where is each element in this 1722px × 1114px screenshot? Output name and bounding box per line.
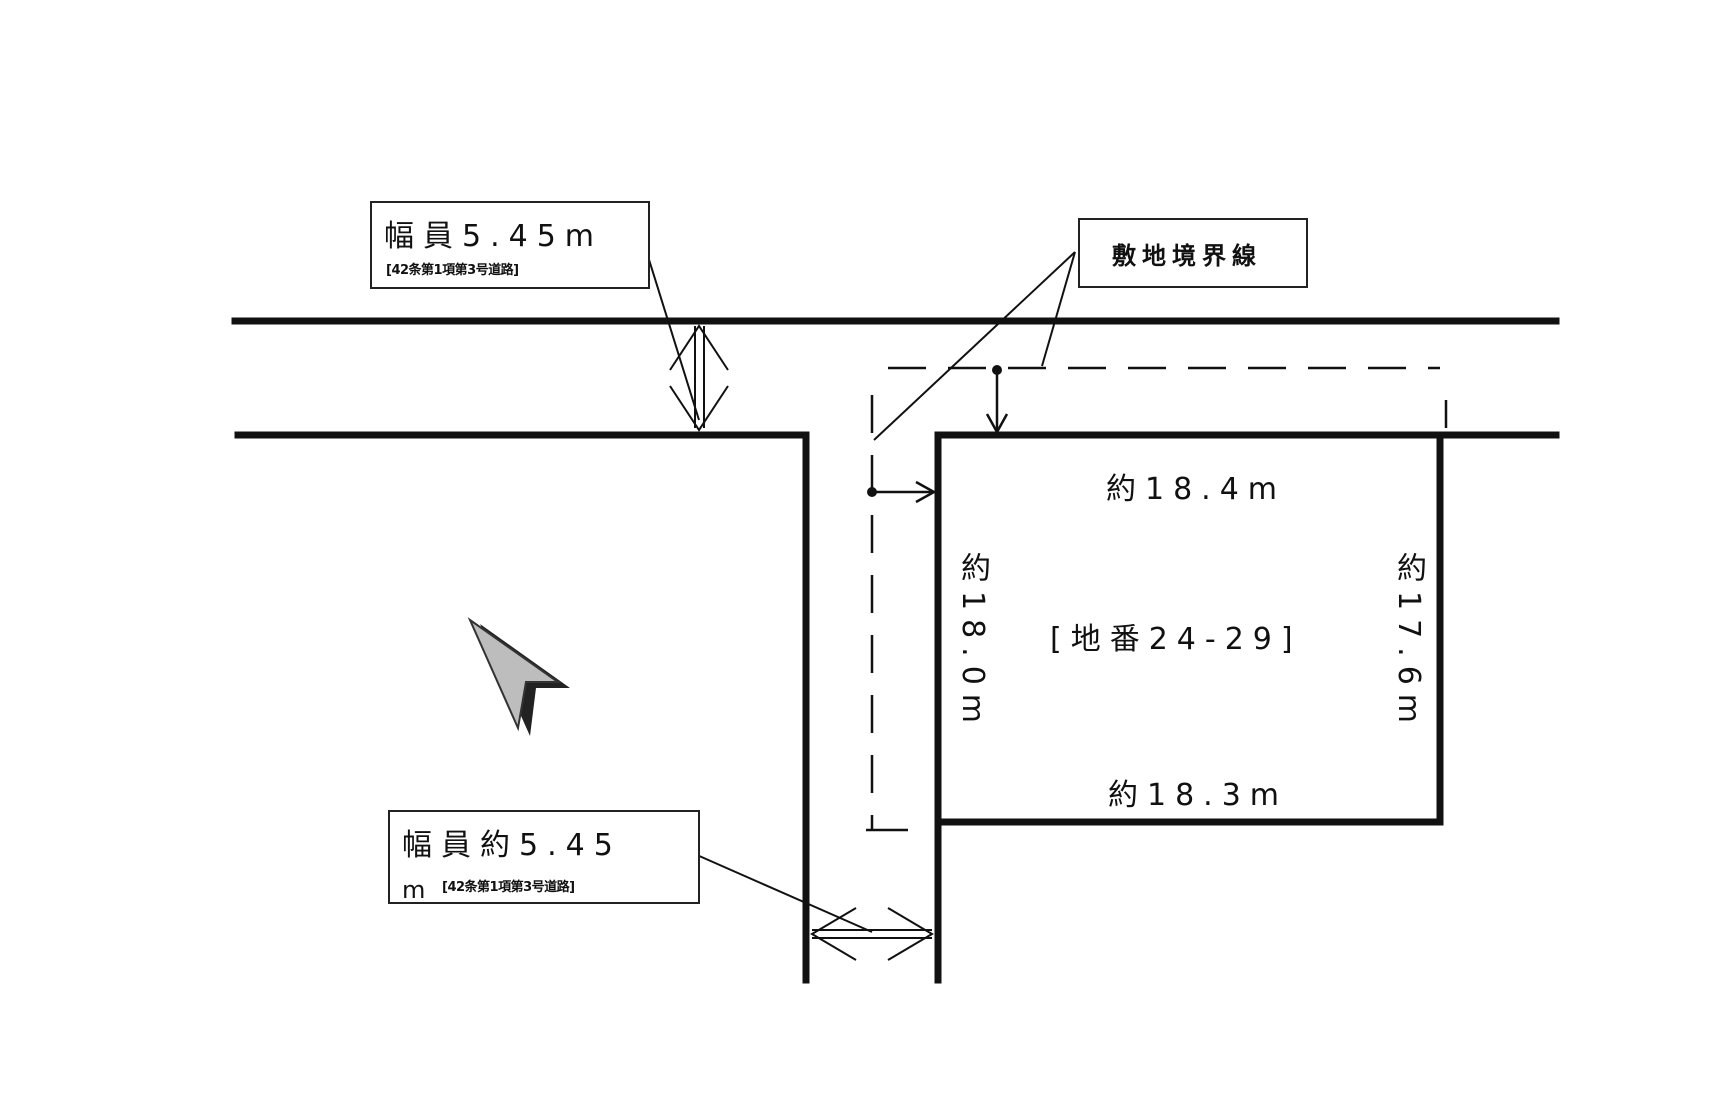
west-road-dim-arrow-left: [810, 907, 857, 961]
boundary-leader-1: [873, 251, 1076, 441]
lot-left-length: 約18.0m: [955, 552, 990, 733]
setback-dim-dot-top: [992, 365, 1002, 375]
north-road-dim-arrow-bottom: [669, 385, 729, 432]
setback-dim-dot-left: [867, 487, 877, 497]
lot-top-length: 約18.4m: [1106, 472, 1287, 507]
setback-dim-arrowhead-right: [915, 480, 937, 504]
north-road-width-callout: 幅員5.45m [42条第1項第3号道路]: [370, 201, 650, 289]
north-road-width-label: 幅員5.45m: [384, 219, 604, 254]
setback-dim-arrowhead-down: [985, 413, 1009, 435]
north-road-note: [42条第1項第3号道路]: [386, 263, 519, 278]
boundary-leader-2: [1041, 251, 1076, 367]
west-road-leader: [696, 854, 873, 933]
west-road-dim-arrow-right: [887, 907, 934, 961]
lot-right-length: 約17.6m: [1391, 552, 1426, 733]
lot-bottom-length: 約18.3m: [1108, 778, 1289, 813]
west-road-width-callout: 幅員約5.45 m [42条第1項第3号道路]: [388, 810, 700, 904]
west-road-width-label: 幅員約5.45: [402, 828, 622, 863]
boundary-line-label: 敷地境界線: [1112, 242, 1262, 270]
north-road-dim-arrow-top: [669, 324, 729, 371]
west-road-width-unit: m: [402, 876, 426, 904]
north-arrow-icon: [467, 617, 570, 736]
north-road-leader: [645, 249, 700, 421]
boundary-line-callout: 敷地境界線: [1078, 218, 1308, 288]
west-road-note: [42条第1項第3号道路]: [442, 880, 575, 895]
lot-number: [地番24-29]: [1050, 622, 1302, 657]
